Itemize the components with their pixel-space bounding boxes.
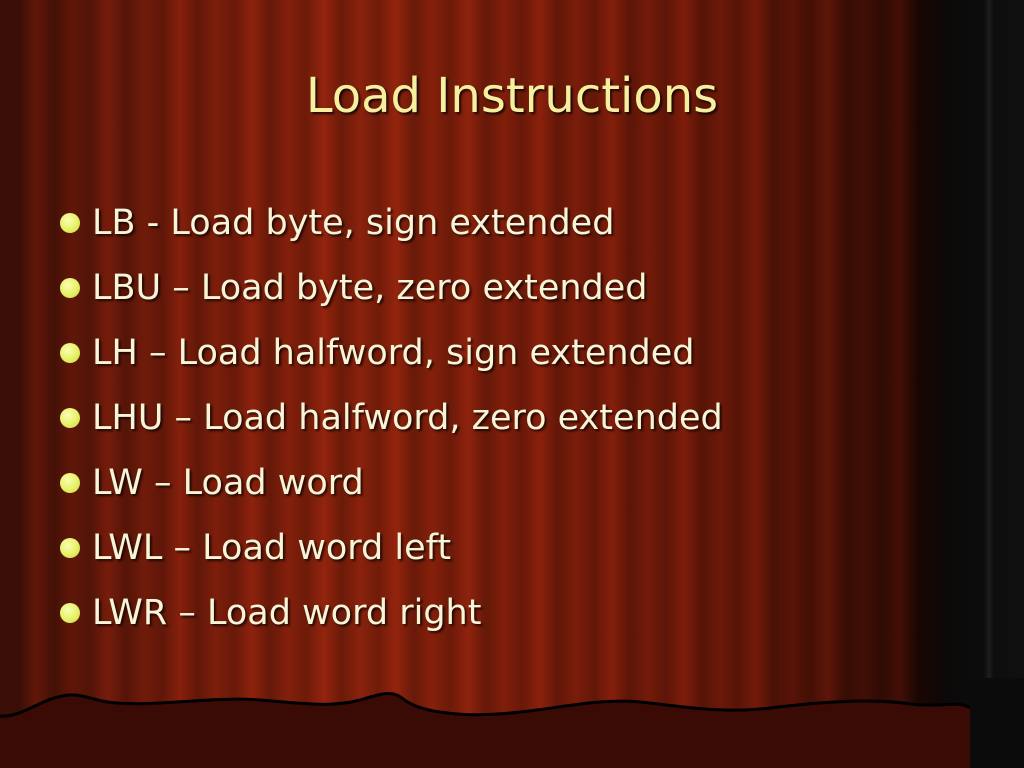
bullet-dot-icon [60,212,80,233]
bullet-dot-icon [60,342,80,363]
list-item: LBU – Load byte, zero extended [60,255,723,320]
bullet-text: LWL – Load word left [92,527,452,568]
bullet-dot-icon [60,407,80,428]
bullet-dot-icon [60,602,80,623]
curtain-fold [984,0,994,768]
list-item: LHU – Load halfword, zero extended [60,385,723,450]
bullet-text: LHU – Load halfword, zero extended [92,397,723,438]
bullet-text: LB - Load byte, sign extended [92,202,615,243]
bullet-text: LW – Load word [92,462,364,503]
bullet-dot-icon [60,472,80,493]
bullet-text: LH – Load halfword, sign extended [92,332,695,373]
list-item: LWL – Load word left [60,515,723,580]
bullet-dot-icon [60,277,80,298]
list-item: LWR – Load word right [60,580,723,645]
bullet-dot-icon [60,537,80,558]
curtain-hem [0,678,1024,768]
list-item: LB - Load byte, sign extended [60,190,723,255]
bullet-text: LBU – Load byte, zero extended [92,267,648,308]
bullet-list: LB - Load byte, sign extended LBU – Load… [60,190,723,645]
curtain-shadow [914,0,1024,768]
list-item: LW – Load word [60,450,723,515]
bullet-text: LWR – Load word right [92,592,482,633]
list-item: LH – Load halfword, sign extended [60,320,723,385]
slide-title: Load Instructions [305,68,719,124]
